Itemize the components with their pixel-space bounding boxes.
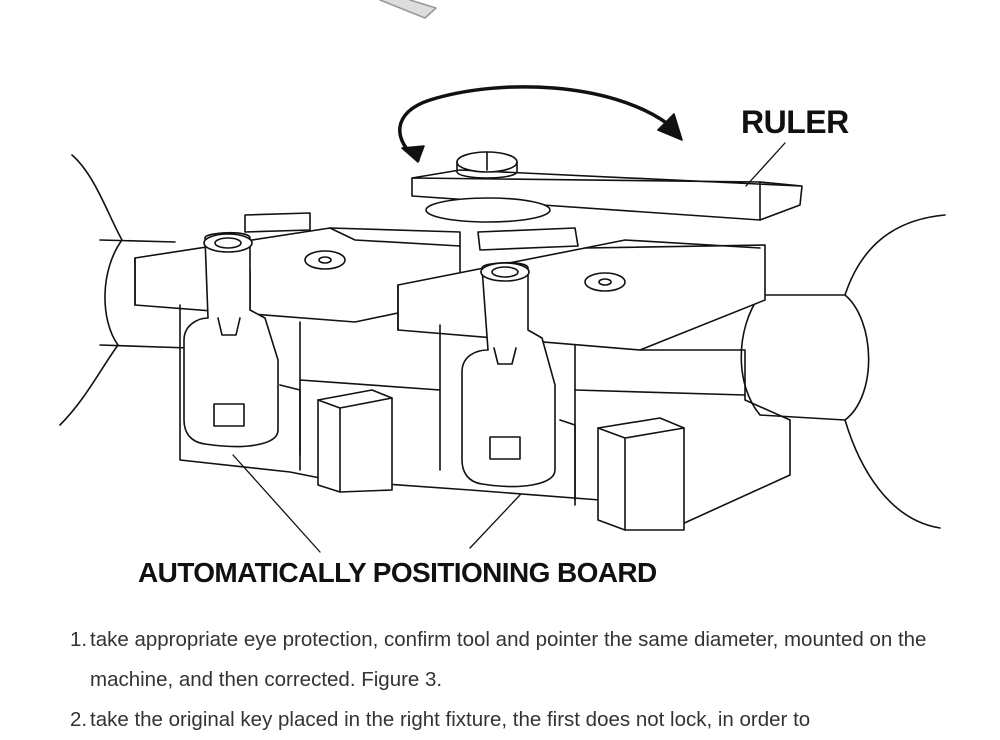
left-fixture-hole xyxy=(318,256,332,264)
board-leader-left xyxy=(232,454,321,553)
right-shaft xyxy=(740,214,946,529)
right-fixture-hole xyxy=(598,278,612,286)
instruction-text: take the original key placed in the righ… xyxy=(90,708,811,731)
ruler-disc xyxy=(425,197,551,223)
ruler-label: RULER xyxy=(741,104,849,140)
right-positioning-board xyxy=(461,261,556,488)
rotation-arrow xyxy=(398,85,670,162)
instruction-list: 1. take appropriate eye protection, conf… xyxy=(70,620,970,740)
left-positioning-board xyxy=(183,231,279,448)
rotation-arrow-head-right xyxy=(657,113,683,141)
right-fixture-hole-ring xyxy=(584,272,626,292)
rotation-arrow-head-left xyxy=(401,145,425,163)
key-machine-diagram xyxy=(59,0,946,553)
instruction-item: 2. take the original key placed in the r… xyxy=(70,700,970,740)
instruction-item: 1. take appropriate eye protection, conf… xyxy=(70,620,970,700)
instruction-number: 2. xyxy=(70,708,88,731)
instruction-text: take appropriate eye protection, confirm… xyxy=(90,628,927,691)
positioning-board-label: AUTOMATICALLY POSITIONING BOARD xyxy=(138,557,657,588)
right-cube xyxy=(597,417,685,531)
left-fixture-hole-ring xyxy=(304,250,346,270)
instruction-number: 1. xyxy=(70,628,88,651)
ruler-leader xyxy=(745,142,786,187)
top-edge-fragment xyxy=(379,0,437,19)
left-shaft xyxy=(59,154,191,426)
left-cube xyxy=(317,389,393,493)
board-leader-right xyxy=(469,494,521,549)
